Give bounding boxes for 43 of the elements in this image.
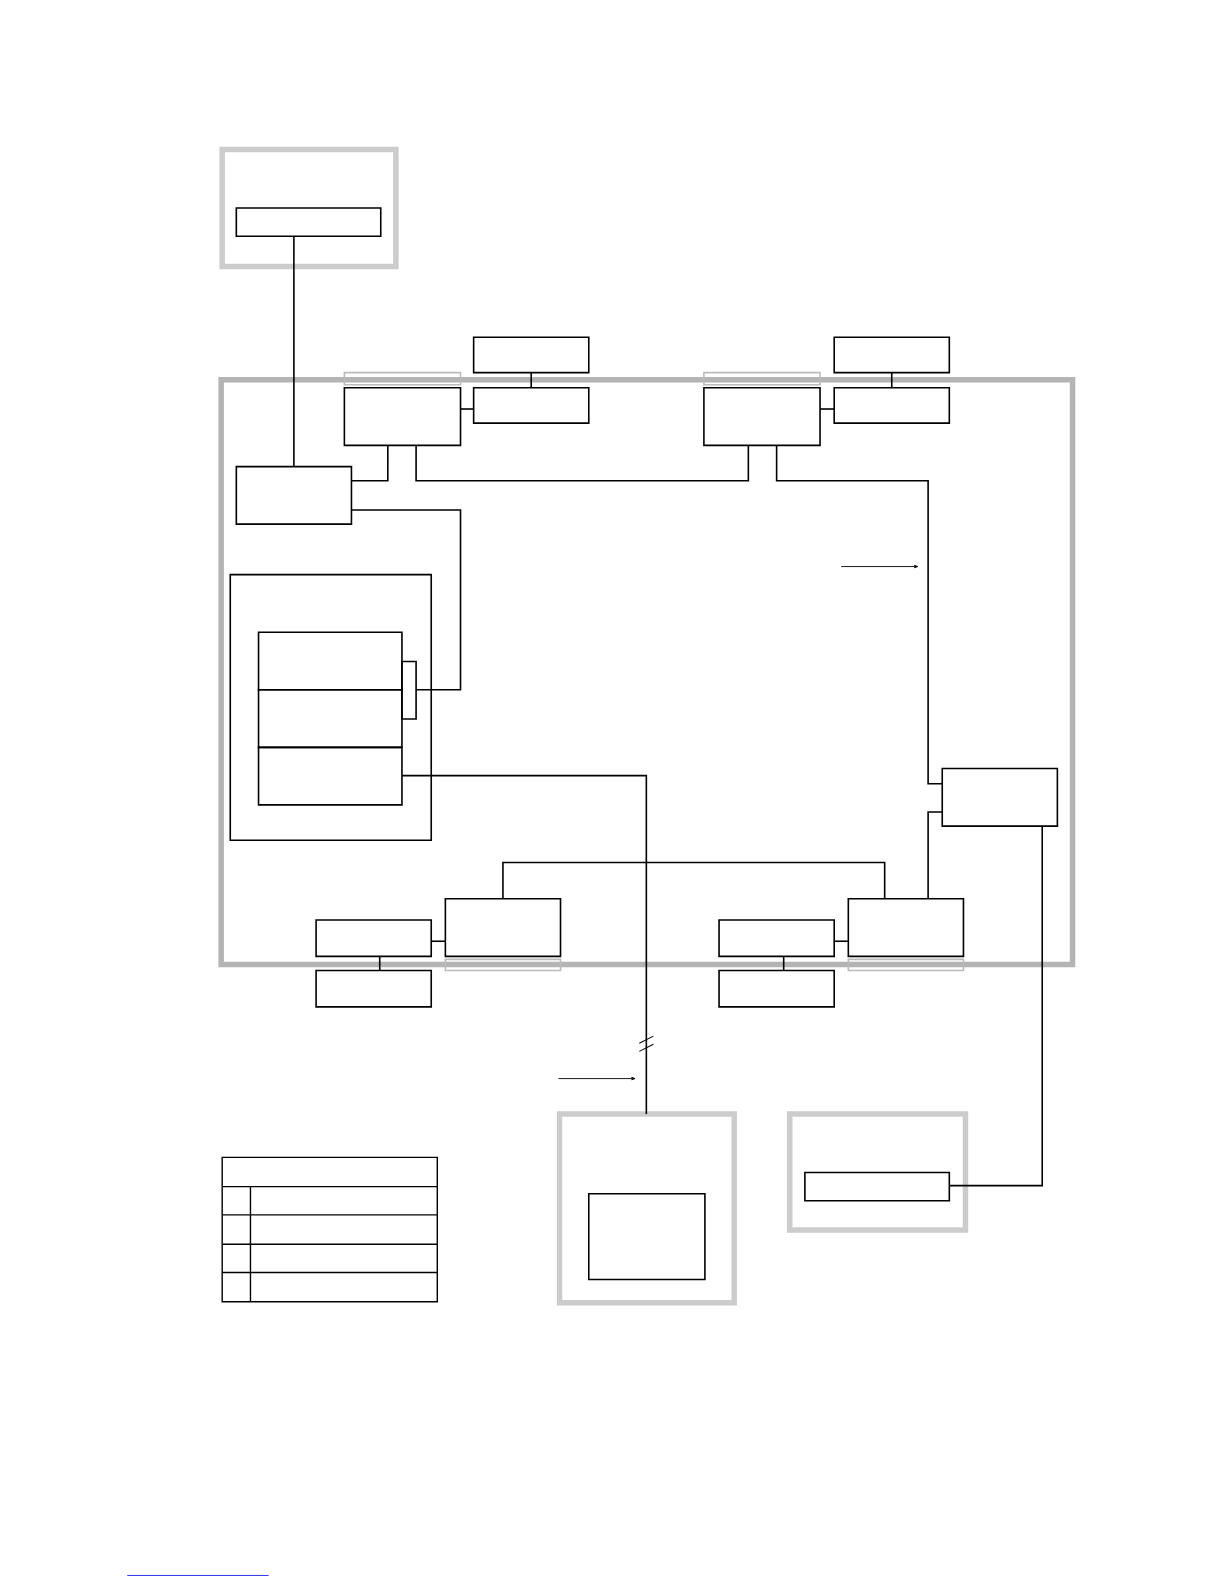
component-box <box>235 207 382 238</box>
device-frame <box>787 1111 969 1233</box>
connector-line <box>530 371 532 389</box>
connector-line <box>775 444 944 785</box>
component-box <box>229 573 433 842</box>
connector-line <box>401 774 648 1115</box>
component-box <box>235 465 353 525</box>
connector-line <box>927 811 944 900</box>
connector-line <box>350 444 389 482</box>
component-box <box>588 1192 706 1281</box>
connector-line <box>502 861 886 900</box>
connector-line <box>378 955 381 972</box>
component-box <box>401 660 417 720</box>
connector-line <box>350 509 462 691</box>
component-box <box>472 336 590 374</box>
component-box <box>718 969 835 1008</box>
connector-line <box>782 955 785 972</box>
component-box <box>718 919 835 958</box>
connector-line <box>890 371 893 389</box>
unit-box <box>847 898 965 972</box>
unit-box <box>703 371 821 447</box>
connector-line <box>430 940 447 943</box>
connector-line <box>415 444 750 482</box>
component-box <box>257 746 403 806</box>
component-box <box>833 387 951 424</box>
component-box <box>941 767 1059 827</box>
component-box <box>315 919 433 958</box>
component-box <box>472 387 590 424</box>
component-box <box>257 688 403 749</box>
connector-line <box>948 825 1044 1187</box>
system-frame <box>218 377 1076 968</box>
device-frame <box>219 146 399 270</box>
component-box <box>833 336 951 374</box>
component-box <box>804 1171 951 1202</box>
connector-line <box>833 940 850 943</box>
unit-box <box>343 371 462 447</box>
connector-line <box>293 235 295 468</box>
device-frame <box>556 1111 737 1306</box>
connector-line <box>819 408 835 410</box>
unit-box <box>444 898 562 972</box>
component-box <box>315 969 433 1008</box>
component-box <box>257 631 403 691</box>
connector-line <box>459 408 475 410</box>
